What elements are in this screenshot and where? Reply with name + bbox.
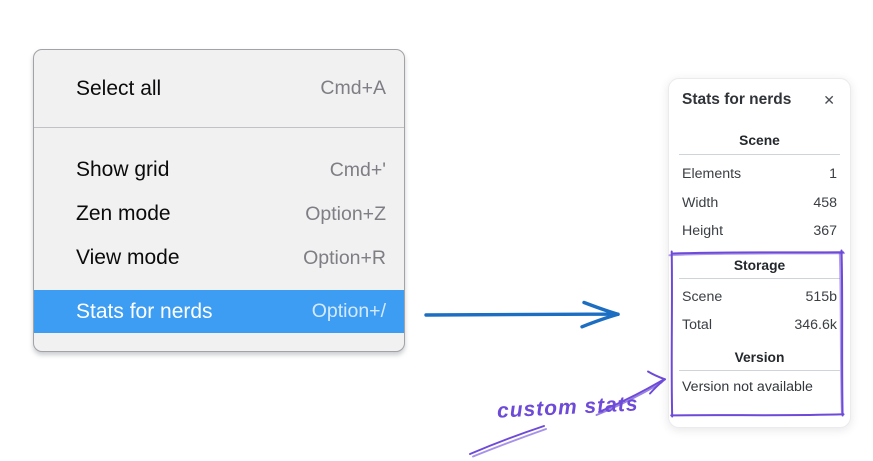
stat-label: Elements	[682, 166, 742, 183]
version-note: Version not available	[682, 378, 813, 395]
stat-value: 458	[813, 194, 837, 211]
menu-item-shortcut: Option+/	[311, 300, 386, 322]
annotation-label: custom stats	[496, 392, 640, 423]
section-divider	[679, 277, 840, 279]
menu-item-zen-mode[interactable]: Zen mode Option+Z	[34, 192, 404, 236]
stat-row-scene-size: Scene 515b	[682, 283, 837, 312]
menu-item-shortcut: Option+R	[303, 246, 386, 269]
menu-item-shortcut: Cmd+'	[329, 158, 386, 181]
stat-row-total-size: Total 346.6k	[682, 311, 837, 340]
menu-item-label: Show grid	[76, 158, 170, 181]
stat-row-width: Width 458	[682, 189, 837, 218]
menu-item-label: Select all	[76, 76, 162, 100]
version-section-heading: Version	[734, 349, 785, 365]
menu-item-select-all[interactable]: Select all Cmd+A	[34, 50, 404, 127]
context-menu: Select all Cmd+A Show grid Cmd+' Zen mod…	[33, 49, 405, 352]
menu-item-label: Stats for nerds	[76, 299, 213, 323]
storage-section-heading: Storage	[733, 257, 786, 273]
stat-label: Height	[682, 223, 724, 240]
stat-value: 367	[813, 223, 837, 240]
menu-item-view-mode[interactable]: View mode Option+R	[34, 236, 404, 280]
storage-rows: Scene 515b Total 346.6k	[682, 283, 837, 340]
stat-value: 1	[829, 166, 837, 183]
stats-panel-title: Stats for nerds	[682, 91, 792, 108]
section-divider	[679, 369, 840, 371]
stat-row-elements: Elements 1	[682, 160, 837, 189]
menu-divider	[34, 127, 404, 128]
stat-label: Scene	[682, 288, 723, 305]
stat-value: 346.6k	[794, 317, 837, 334]
menu-item-label: Zen mode	[76, 202, 171, 225]
close-icon[interactable]: ✕	[823, 92, 835, 108]
menu-item-label: View mode	[76, 246, 180, 269]
menu-item-shortcut: Cmd+A	[320, 77, 386, 99]
stats-panel-titlebar: Stats for nerds ✕	[682, 89, 837, 111]
scene-rows: Elements 1 Width 458 Height 367	[682, 160, 837, 246]
stat-value: 515b	[805, 288, 837, 305]
menu-section: Show grid Cmd+' Zen mode Option+Z View m…	[34, 128, 404, 333]
stat-label: Total	[682, 317, 712, 334]
stats-panel: Stats for nerds ✕ Scene Elements 1 Width…	[668, 78, 851, 428]
menu-item-show-grid[interactable]: Show grid Cmd+'	[34, 148, 404, 192]
stat-row-height: Height 367	[682, 217, 837, 246]
menu-item-shortcut: Option+Z	[305, 202, 386, 225]
section-divider	[679, 154, 840, 155]
flow-arrow	[424, 300, 620, 329]
scene-section-heading: Scene	[739, 133, 780, 148]
menu-item-stats-for-nerds[interactable]: Stats for nerds Option+/	[34, 290, 404, 333]
stat-label: Width	[682, 194, 719, 211]
